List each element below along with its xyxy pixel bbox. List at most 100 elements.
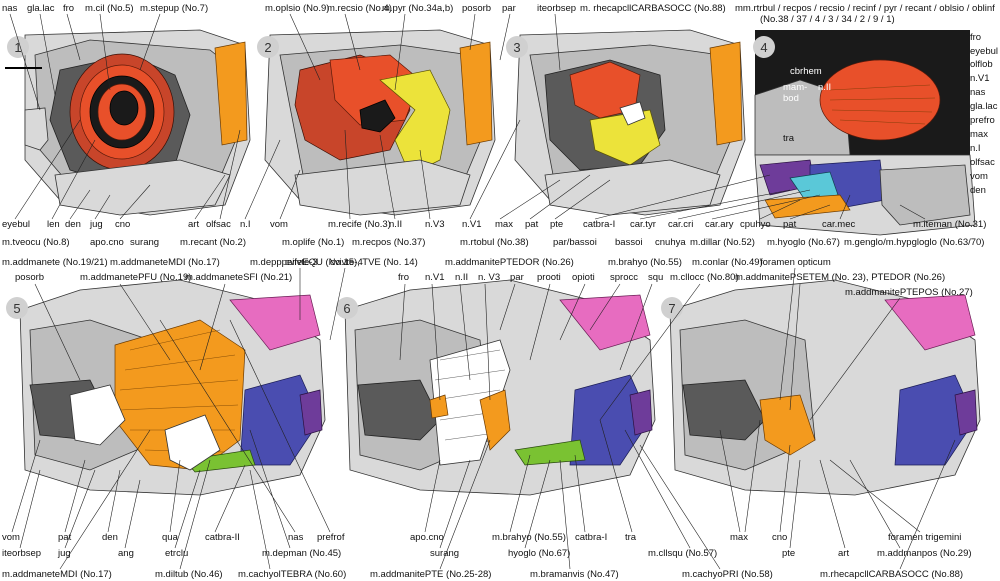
label-par-2: par xyxy=(510,272,524,283)
label-m-addmanete: m.addmanete (No.19/21) xyxy=(2,257,108,268)
panel-number-4: 4 xyxy=(760,40,767,55)
p4-cbrhem: cbrhem xyxy=(790,66,822,77)
label-nas-2: nas xyxy=(288,532,304,543)
p4-label-11: den xyxy=(970,185,986,196)
label-par-bassoi: par/bassoi xyxy=(553,237,597,248)
panel-4: 4 cbrhem mam- bod n.II tra xyxy=(753,30,976,236)
panel-6: 6 xyxy=(336,279,656,496)
label-m-oplife: m.oplife (No.1) xyxy=(282,237,344,248)
label-cno-2: cno xyxy=(772,532,787,543)
panel-number-6: 6 xyxy=(343,301,350,316)
label-cnuhya: cnuhya xyxy=(655,237,686,248)
label-m-oplsio: m.oplsio (No.9) xyxy=(265,3,329,14)
label-eyebul: eyebul xyxy=(2,219,30,230)
p4-tra: tra xyxy=(783,133,795,144)
label-m-iteman: m.iteman (No.31) xyxy=(913,219,986,230)
label-m-pyr: m.pyr (No.34a,b) xyxy=(382,3,453,14)
label-n-V3: n.V3 xyxy=(425,219,445,230)
label-len: len xyxy=(47,219,60,230)
label-iteorbsep-2: iteorbsep xyxy=(2,548,41,559)
p4-label-5: gla.lac xyxy=(970,101,998,112)
label-m-rhecapcll: m. rhecapcllCARBASOCC (No.88) xyxy=(580,3,726,14)
label-jug: jug xyxy=(89,219,103,230)
label-foramen-opticum: foramen opticum xyxy=(760,257,831,268)
row1-bottom-labels: eyebul len den jug cno art olfsac n.I vo… xyxy=(2,119,986,268)
label-m-rhecapcll-2: m.rhecapcllCARBASOCC (No.88) xyxy=(820,569,963,580)
label-art: art xyxy=(188,219,199,230)
label-mm-rtrbul: mm.rtrbul / recpos / recsio / recinf / p… xyxy=(735,3,995,14)
label-etrclu: etrclu xyxy=(165,548,188,559)
label-posorb: posorb xyxy=(462,3,491,14)
label-catbra-I-2: catbra-I xyxy=(575,532,607,543)
label-m-addmanitePTE: m.addmanitePTE (No.25-28) xyxy=(370,569,491,580)
label-den: den xyxy=(65,219,81,230)
label-m-depppeife: m.depppeifeEQU (No.15), TVE (No. 14) xyxy=(250,257,418,268)
label-mm-nums: (No.38 / 37 / 4 / 3 / 34 / 2 / 9 / 1) xyxy=(760,14,895,25)
p4-mambod: mam- xyxy=(783,82,807,93)
label-m-addmaneteSFI: m.addmaneteSFI (No.21) xyxy=(185,272,292,283)
label-catbra-I: catbra-I xyxy=(583,219,615,230)
label-n-V1: n.V1 xyxy=(462,219,482,230)
label-m-brahyo-2: m.brahyo (No.55) xyxy=(492,532,566,543)
label-n-V3-2: n. V3 xyxy=(478,272,500,283)
label-iteorbsep: iteorbsep xyxy=(537,3,576,14)
label-apo-cno-2: apo.cno xyxy=(410,532,444,543)
label-surang-2: surang xyxy=(430,548,459,559)
row2-bottom-labels: vom iteorbsep pat jug den ang qua etrclu… xyxy=(2,319,972,580)
label-n-II-2: n.II xyxy=(455,272,468,283)
label-tra: tra xyxy=(625,532,637,543)
label-den-2: den xyxy=(102,532,118,543)
top-labels: nas gla.lac fro m.cil (No.5) m.stepup (N… xyxy=(2,3,995,111)
label-hyoglo: hyoglo (No.67) xyxy=(508,548,570,559)
label-sprocc: sprocc xyxy=(610,272,638,283)
label-pte: pte xyxy=(550,219,563,230)
p4-label-1: eyebul xyxy=(970,46,998,57)
label-m-addmanitePTEPOS: m.addmanitePTEPOS (No.27) xyxy=(845,287,973,298)
label-pat: pat xyxy=(525,219,539,230)
label-m-addmaneteMDI-2: m.addmaneteMDI (No.17) xyxy=(2,569,112,580)
label-prooti: prooti xyxy=(537,272,561,283)
label-m-stepup: m.stepup (No.7) xyxy=(140,3,208,14)
label-jug-2: jug xyxy=(57,548,71,559)
label-prefrof: prefrof xyxy=(317,532,345,543)
label-apo-cno: apo.cno xyxy=(90,237,124,248)
label-par: par xyxy=(502,3,516,14)
p4-label-8: n.I xyxy=(970,143,981,154)
label-m-brahyo: m.brahyo (No.55) xyxy=(608,257,682,268)
label-cvivte3: cvivte-3 xyxy=(285,257,318,268)
p4-label-3: n.V1 xyxy=(970,73,990,84)
label-car-mec: car.mec xyxy=(822,219,856,230)
p4-right-labels: fro eyebul olflob n.V1 nas gla.lac prefr… xyxy=(970,32,998,196)
label-m-cachyolTEBRA: m.cachyolTEBRA (No.60) xyxy=(238,569,346,580)
panel-number-7: 7 xyxy=(668,301,675,316)
label-car-cri: car.cri xyxy=(668,219,693,230)
label-m-conlar: m.conlar (No.49) xyxy=(692,257,763,268)
label-m-cllocc: m.cllocc (No.80) xyxy=(670,272,739,283)
label-squ: squ xyxy=(648,272,663,283)
label-fro-2: fro xyxy=(398,272,409,283)
label-max-2: max xyxy=(730,532,748,543)
panel-2: 2 xyxy=(257,29,496,216)
label-n-I: n.I xyxy=(240,219,251,230)
label-m-dillar: m.dillar (No.52) xyxy=(690,237,755,248)
label-m-addmanitePSETEM: m.addmanitePSETEM (No. 23), PTEDOR (No.2… xyxy=(735,272,945,283)
label-ang: ang xyxy=(118,548,134,559)
label-m-rtobul: m.rtobul (No.38) xyxy=(460,237,529,248)
label-foramen-trigemini: foramen trigemini xyxy=(888,532,961,543)
label-m-cllsqu: m.cllsqu (No.57) xyxy=(648,548,717,559)
label-m-addmanetePFU: m.addmanetePFU (No.19) xyxy=(80,272,191,283)
panel-number-3: 3 xyxy=(513,40,520,55)
label-m-addmanitePTEDOR: m.addmanitePTEDOR (No.26) xyxy=(445,257,574,268)
label-opioti: opioti xyxy=(572,272,595,283)
label-m-recant: m.recant (No.2) xyxy=(180,237,246,248)
p4-label-6: prefro xyxy=(970,115,995,126)
label-m-recsio: m.recsio (No.4) xyxy=(327,3,392,14)
panel-3: 3 xyxy=(506,29,746,216)
panel-1: 1 xyxy=(5,29,251,216)
label-m-depman: m.depman (No.45) xyxy=(262,548,341,559)
label-m-recpos: m.recpos (No.37) xyxy=(352,237,425,248)
label-cpuhyo: cpuhyo xyxy=(740,219,771,230)
p4-label-9: olfsac xyxy=(970,157,995,168)
label-car-tyr: car.tyr xyxy=(630,219,656,230)
